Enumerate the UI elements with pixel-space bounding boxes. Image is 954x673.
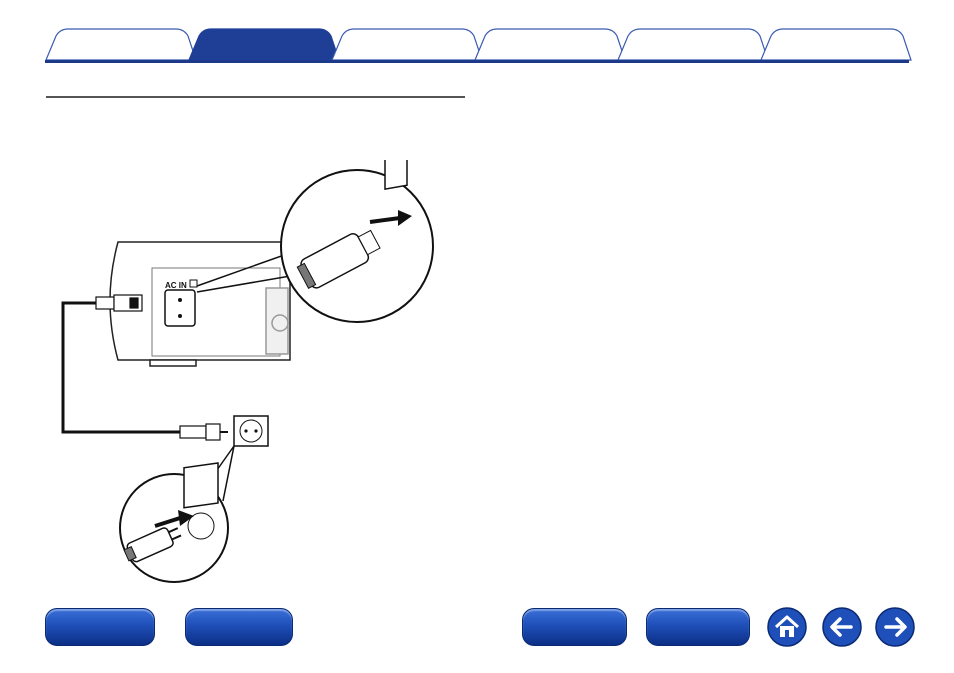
footer-button-4[interactable]	[646, 608, 750, 646]
back-arrow-icon[interactable]	[821, 606, 863, 648]
footer-button-1[interactable]	[45, 608, 155, 646]
tab-2[interactable]	[188, 28, 340, 61]
power-cord-connection-diagram: AC IN	[61, 160, 434, 583]
tab-3[interactable]	[331, 28, 483, 61]
insert-arrow-icon	[369, 216, 401, 224]
cable-plug-unit	[95, 294, 143, 312]
top-tab-bar	[45, 28, 912, 61]
insert-arrow-icon-2	[154, 516, 181, 528]
tab-5[interactable]	[617, 28, 769, 61]
zoom-circle-unit	[280, 160, 434, 323]
forward-arrow-icon[interactable]	[874, 606, 916, 648]
tab-6[interactable]	[760, 28, 912, 61]
tab-4[interactable]	[474, 28, 626, 61]
footer-button-3[interactable]	[522, 608, 627, 646]
wall-plug	[179, 423, 228, 441]
home-icon[interactable]	[766, 606, 808, 648]
tab-underline	[45, 60, 909, 63]
section-heading-rule	[46, 96, 465, 98]
svg-text:AC IN: AC IN	[165, 281, 187, 290]
power-cable	[61, 301, 180, 434]
footer-button-2[interactable]	[185, 608, 293, 646]
ac-in-inlet: AC IN	[164, 279, 198, 327]
zoom-circle-outlet	[119, 462, 229, 583]
tab-1[interactable]	[45, 28, 197, 61]
wall-outlet	[233, 415, 269, 447]
